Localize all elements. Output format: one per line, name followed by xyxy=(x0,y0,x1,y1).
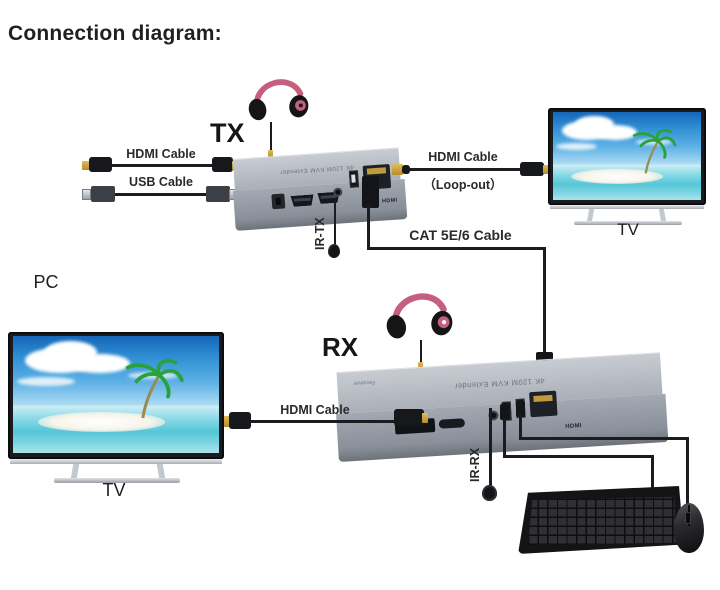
ir-tx-label: IR-TX xyxy=(313,217,327,250)
usb-plug-icon xyxy=(82,189,91,200)
keyboard-icon xyxy=(518,486,684,554)
tx-label: TX xyxy=(210,118,245,148)
tv-top-label: TV xyxy=(617,220,639,239)
palm-tree-icon xyxy=(633,128,677,174)
hdmi-plug-icon xyxy=(221,416,230,427)
hdmi-plug-icon xyxy=(402,165,410,174)
hdmi-plug-icon xyxy=(229,412,251,429)
tv-top-icon: TV xyxy=(548,108,710,243)
palm-tree-icon xyxy=(125,358,184,418)
headphones-icon xyxy=(248,79,309,121)
headphone-cable-rx xyxy=(420,340,422,364)
hdmi-port-icon xyxy=(290,194,314,207)
cloud xyxy=(635,139,672,145)
cloud xyxy=(592,125,638,141)
headphones-icon xyxy=(386,293,453,339)
tv-screen xyxy=(553,112,701,200)
usb-plug-icon xyxy=(91,186,115,202)
hdmi-plug-icon xyxy=(89,157,112,172)
tv-bottom-icon: TV xyxy=(8,332,240,507)
hdmi-plug-icon xyxy=(392,164,403,175)
tv-stand-base xyxy=(574,221,682,225)
hdmi-brand-text: HDMI xyxy=(381,197,398,205)
hdmi-plug-icon xyxy=(520,162,544,176)
mouse-icon xyxy=(674,503,704,553)
hdmi-plug-icon xyxy=(422,413,428,423)
keyboard-cable xyxy=(503,418,506,458)
tv-bottom-strip xyxy=(550,205,704,209)
keyboard-cable xyxy=(651,455,654,492)
hdmi-cable-pc-tx xyxy=(110,164,214,167)
island xyxy=(37,412,166,432)
cloud xyxy=(555,142,598,150)
cloud xyxy=(128,372,178,380)
usb-port-icon xyxy=(348,170,360,188)
ir-tx-cable xyxy=(334,200,336,246)
cloud xyxy=(68,353,131,374)
keyboard-cable xyxy=(503,455,654,458)
usb-plug-icon xyxy=(516,401,525,417)
cat-cable xyxy=(543,247,546,357)
usb-cable-pc-tx-label: USB Cable xyxy=(129,175,193,189)
pc-tower-icon xyxy=(14,130,109,278)
headphone-cable-tx xyxy=(270,122,272,152)
keyboard-keys xyxy=(528,497,676,545)
cat-cable xyxy=(367,206,370,250)
ir-rx-cable xyxy=(489,408,492,488)
cloud xyxy=(17,376,75,387)
hdmi-loopout-cable xyxy=(409,168,521,171)
usb-cable-pc-tx xyxy=(115,193,207,196)
tv-leg xyxy=(156,464,166,479)
tv-leg xyxy=(70,464,80,479)
tv-bottom-label: TV xyxy=(102,480,126,500)
slot-icon xyxy=(438,418,466,429)
hdmi-cable-rx-tv xyxy=(250,420,396,423)
hdmi-loopout-sublabel: （Loop-out） xyxy=(423,178,503,192)
cat-cable xyxy=(367,247,546,250)
ir-emitter-icon xyxy=(328,244,340,258)
ir-rx-label: IR-RX xyxy=(468,447,482,482)
hdmi-brand-text: HDMI xyxy=(565,423,582,431)
hdmi-plug-icon xyxy=(82,161,90,170)
hdmi-cable-pc-tx-label: HDMI Cable xyxy=(126,147,196,161)
tv-stand-base xyxy=(54,478,180,483)
ir-receiver-icon xyxy=(482,485,497,501)
rj45-port-icon xyxy=(529,390,558,418)
usb-plug-icon xyxy=(206,186,230,202)
page-title: Connection diagram: xyxy=(8,22,222,45)
mouse-wheel xyxy=(685,512,691,524)
audio-jack-icon xyxy=(268,150,273,158)
power-port-icon xyxy=(271,193,286,210)
hdmi-plug-icon xyxy=(543,165,551,174)
tv-screen xyxy=(13,336,219,453)
pc-label: PC xyxy=(33,272,59,292)
tv-bottom-strip xyxy=(10,459,222,464)
ir-jack-icon xyxy=(333,187,343,197)
hdmi-plug-icon xyxy=(394,409,424,426)
mouse-cable xyxy=(519,437,689,440)
hdmi-loopout-label: HDMI Cable xyxy=(428,150,498,164)
rx-label: RX xyxy=(322,332,359,362)
island xyxy=(570,169,663,185)
cat-cable-label: CAT 5E/6 Cable xyxy=(409,227,512,243)
cat-connector-icon xyxy=(362,176,379,208)
hdmi-plug-icon xyxy=(212,157,233,172)
usb-plug-icon xyxy=(500,404,509,420)
mouse-cable xyxy=(686,437,689,507)
mouse-cable xyxy=(519,415,522,440)
hdmi-cable-rx-tv-label: HDMI Cable xyxy=(280,403,350,417)
